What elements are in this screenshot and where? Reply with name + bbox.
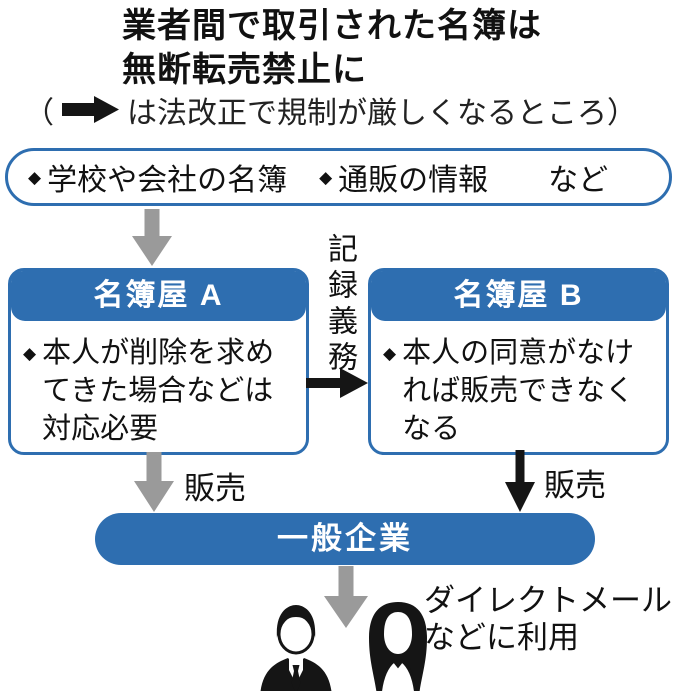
sale-label-b: 販売 bbox=[544, 468, 606, 503]
diamond-bullet-icon: ◆ bbox=[23, 344, 37, 363]
diamond-bullet-icon: ◆ bbox=[319, 168, 333, 187]
title-line-1: 業者間で取引された名簿は bbox=[122, 7, 542, 45]
broker-b-header: 名簿屋 B bbox=[371, 271, 666, 321]
source-item-schools: 学校や会社の名簿 bbox=[47, 164, 288, 197]
broker-a-text: 本人が削除を求めてきた場合などは対応必要 bbox=[42, 337, 275, 445]
record-duty-label: 記録義務 bbox=[323, 233, 356, 377]
usage-line-2: などに利用 bbox=[424, 620, 579, 655]
broker-b-text: 本人の同意がなければ販売できなくなる bbox=[402, 337, 635, 445]
woman-silhouette-icon bbox=[358, 600, 438, 691]
broker-b-body: ◆ 本人の同意がなければ販売できなくなる bbox=[371, 321, 666, 448]
man-silhouette-icon bbox=[258, 604, 334, 691]
gray-down-arrow-icon bbox=[131, 209, 173, 271]
black-down-arrow-icon bbox=[504, 450, 536, 517]
legend-text: は法改正で規制が厳しくなるところ） bbox=[127, 97, 637, 130]
page-title: 業者間で取引された名簿は 無断転売禁止に bbox=[122, 4, 542, 92]
legend-open-paren: （ bbox=[24, 97, 54, 130]
broker-a-header: 名簿屋 A bbox=[11, 271, 306, 321]
general-companies-bar: 一般企業 bbox=[95, 513, 595, 565]
broker-b-box: 名簿屋 B ◆ 本人の同意がなければ販売できなくなる bbox=[368, 268, 669, 455]
source-item-mailorder: 通販の情報 bbox=[338, 164, 489, 197]
black-right-arrow-icon bbox=[306, 368, 368, 403]
gray-down-arrow-icon bbox=[133, 452, 175, 517]
broker-a-body: ◆ 本人が削除を求めてきた場合などは対応必要 bbox=[11, 321, 306, 448]
usage-line-1: ダイレクトメール bbox=[424, 583, 672, 618]
usage-note: ダイレクトメール などに利用 bbox=[424, 582, 672, 656]
sale-label-a: 販売 bbox=[184, 471, 246, 506]
title-line-2: 無断転売禁止に bbox=[122, 51, 367, 89]
diamond-bullet-icon: ◆ bbox=[383, 344, 397, 363]
legend: （ は法改正で規制が厳しくなるところ） bbox=[24, 96, 637, 132]
diamond-bullet-icon: ◆ bbox=[28, 168, 42, 187]
right-arrow-icon bbox=[62, 96, 119, 132]
gray-down-arrow-icon bbox=[322, 566, 370, 633]
source-etc-label: など bbox=[548, 164, 609, 197]
broker-a-box: 名簿屋 A ◆ 本人が削除を求めてきた場合などは対応必要 bbox=[8, 268, 309, 455]
source-list-box: ◆ 学校や会社の名簿 ◆ 通販の情報 など bbox=[5, 148, 672, 206]
